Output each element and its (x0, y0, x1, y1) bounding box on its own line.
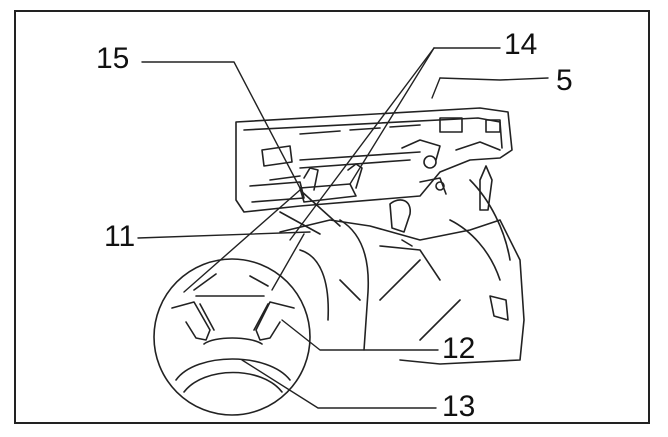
callout-11: 11 (104, 220, 136, 253)
callout-13: 13 (442, 390, 476, 423)
callout-5: 5 (556, 64, 573, 97)
leader-lines (137, 47, 549, 409)
callout-15: 15 (96, 42, 130, 75)
tool-body (279, 165, 525, 365)
figure-frame (14, 10, 650, 424)
detail-magnifier (153, 258, 311, 416)
base-plate (235, 107, 513, 213)
clamp-area (279, 163, 363, 235)
callout-14: 14 (504, 28, 538, 61)
callout-12: 12 (442, 332, 476, 365)
